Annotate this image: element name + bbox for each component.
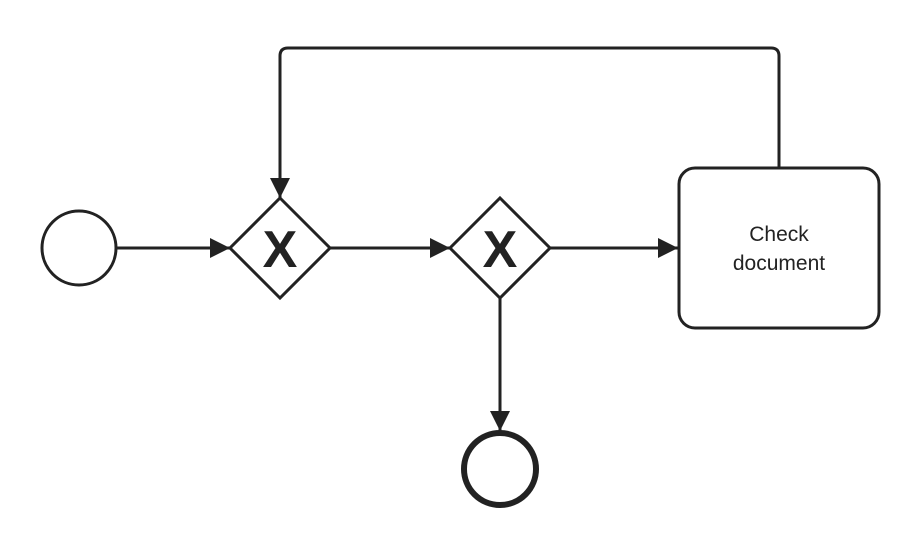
- task-label-line-2: document: [733, 252, 825, 275]
- start-event[interactable]: [40, 209, 118, 287]
- exclusive-gateway-2[interactable]: X: [447, 195, 553, 301]
- exclusive-gateway-1[interactable]: X: [227, 195, 333, 301]
- flow-task-loop-to-gateway-1[interactable]: [270, 46, 781, 198]
- gateway-1-diamond: [227, 195, 333, 301]
- gateway-1-x-marker: X: [263, 221, 298, 279]
- end-event[interactable]: [461, 430, 539, 508]
- gateway-2-diamond: [447, 195, 553, 301]
- gateway-2-x-marker: X: [483, 221, 518, 279]
- task-label-line-1: Check: [749, 223, 809, 246]
- task-check-document[interactable]: Check document: [677, 166, 881, 330]
- task-box: [677, 166, 881, 330]
